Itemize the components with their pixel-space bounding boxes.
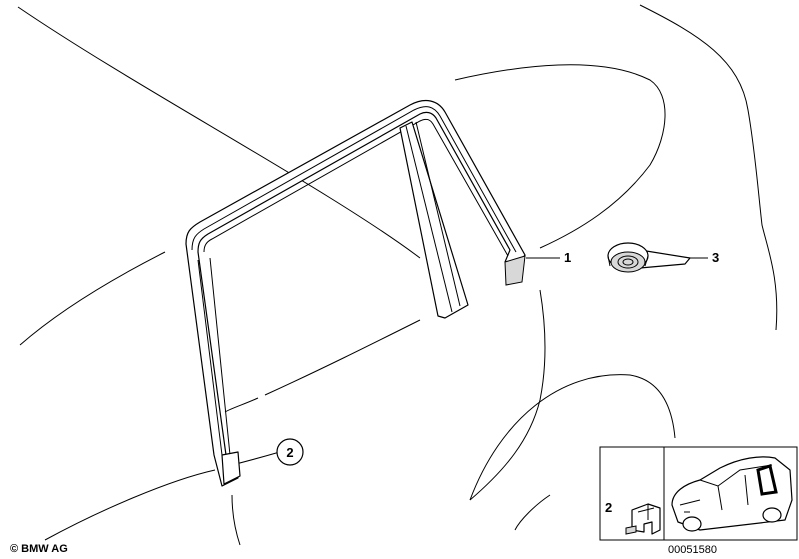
window-frame-seal xyxy=(185,99,526,487)
callout-3: 3 xyxy=(690,250,719,265)
inset-callout-2-label: 2 xyxy=(605,500,612,515)
car-body-outline xyxy=(17,4,778,546)
inset-clip-part xyxy=(625,503,661,535)
inset-box: 2 xyxy=(599,446,798,541)
adhesive-tape-roll xyxy=(607,242,691,273)
callout-1-label: 1 xyxy=(564,250,571,265)
copyright-text: © BMW AG xyxy=(10,543,68,555)
diagram-number: 00051580 xyxy=(668,544,717,556)
callout-2: 2 xyxy=(276,438,304,466)
callout-1: 1 xyxy=(526,250,571,265)
callout-3-label: 3 xyxy=(712,250,719,265)
inset-car-illustration xyxy=(671,456,793,532)
callout-2-label: 2 xyxy=(286,445,293,460)
